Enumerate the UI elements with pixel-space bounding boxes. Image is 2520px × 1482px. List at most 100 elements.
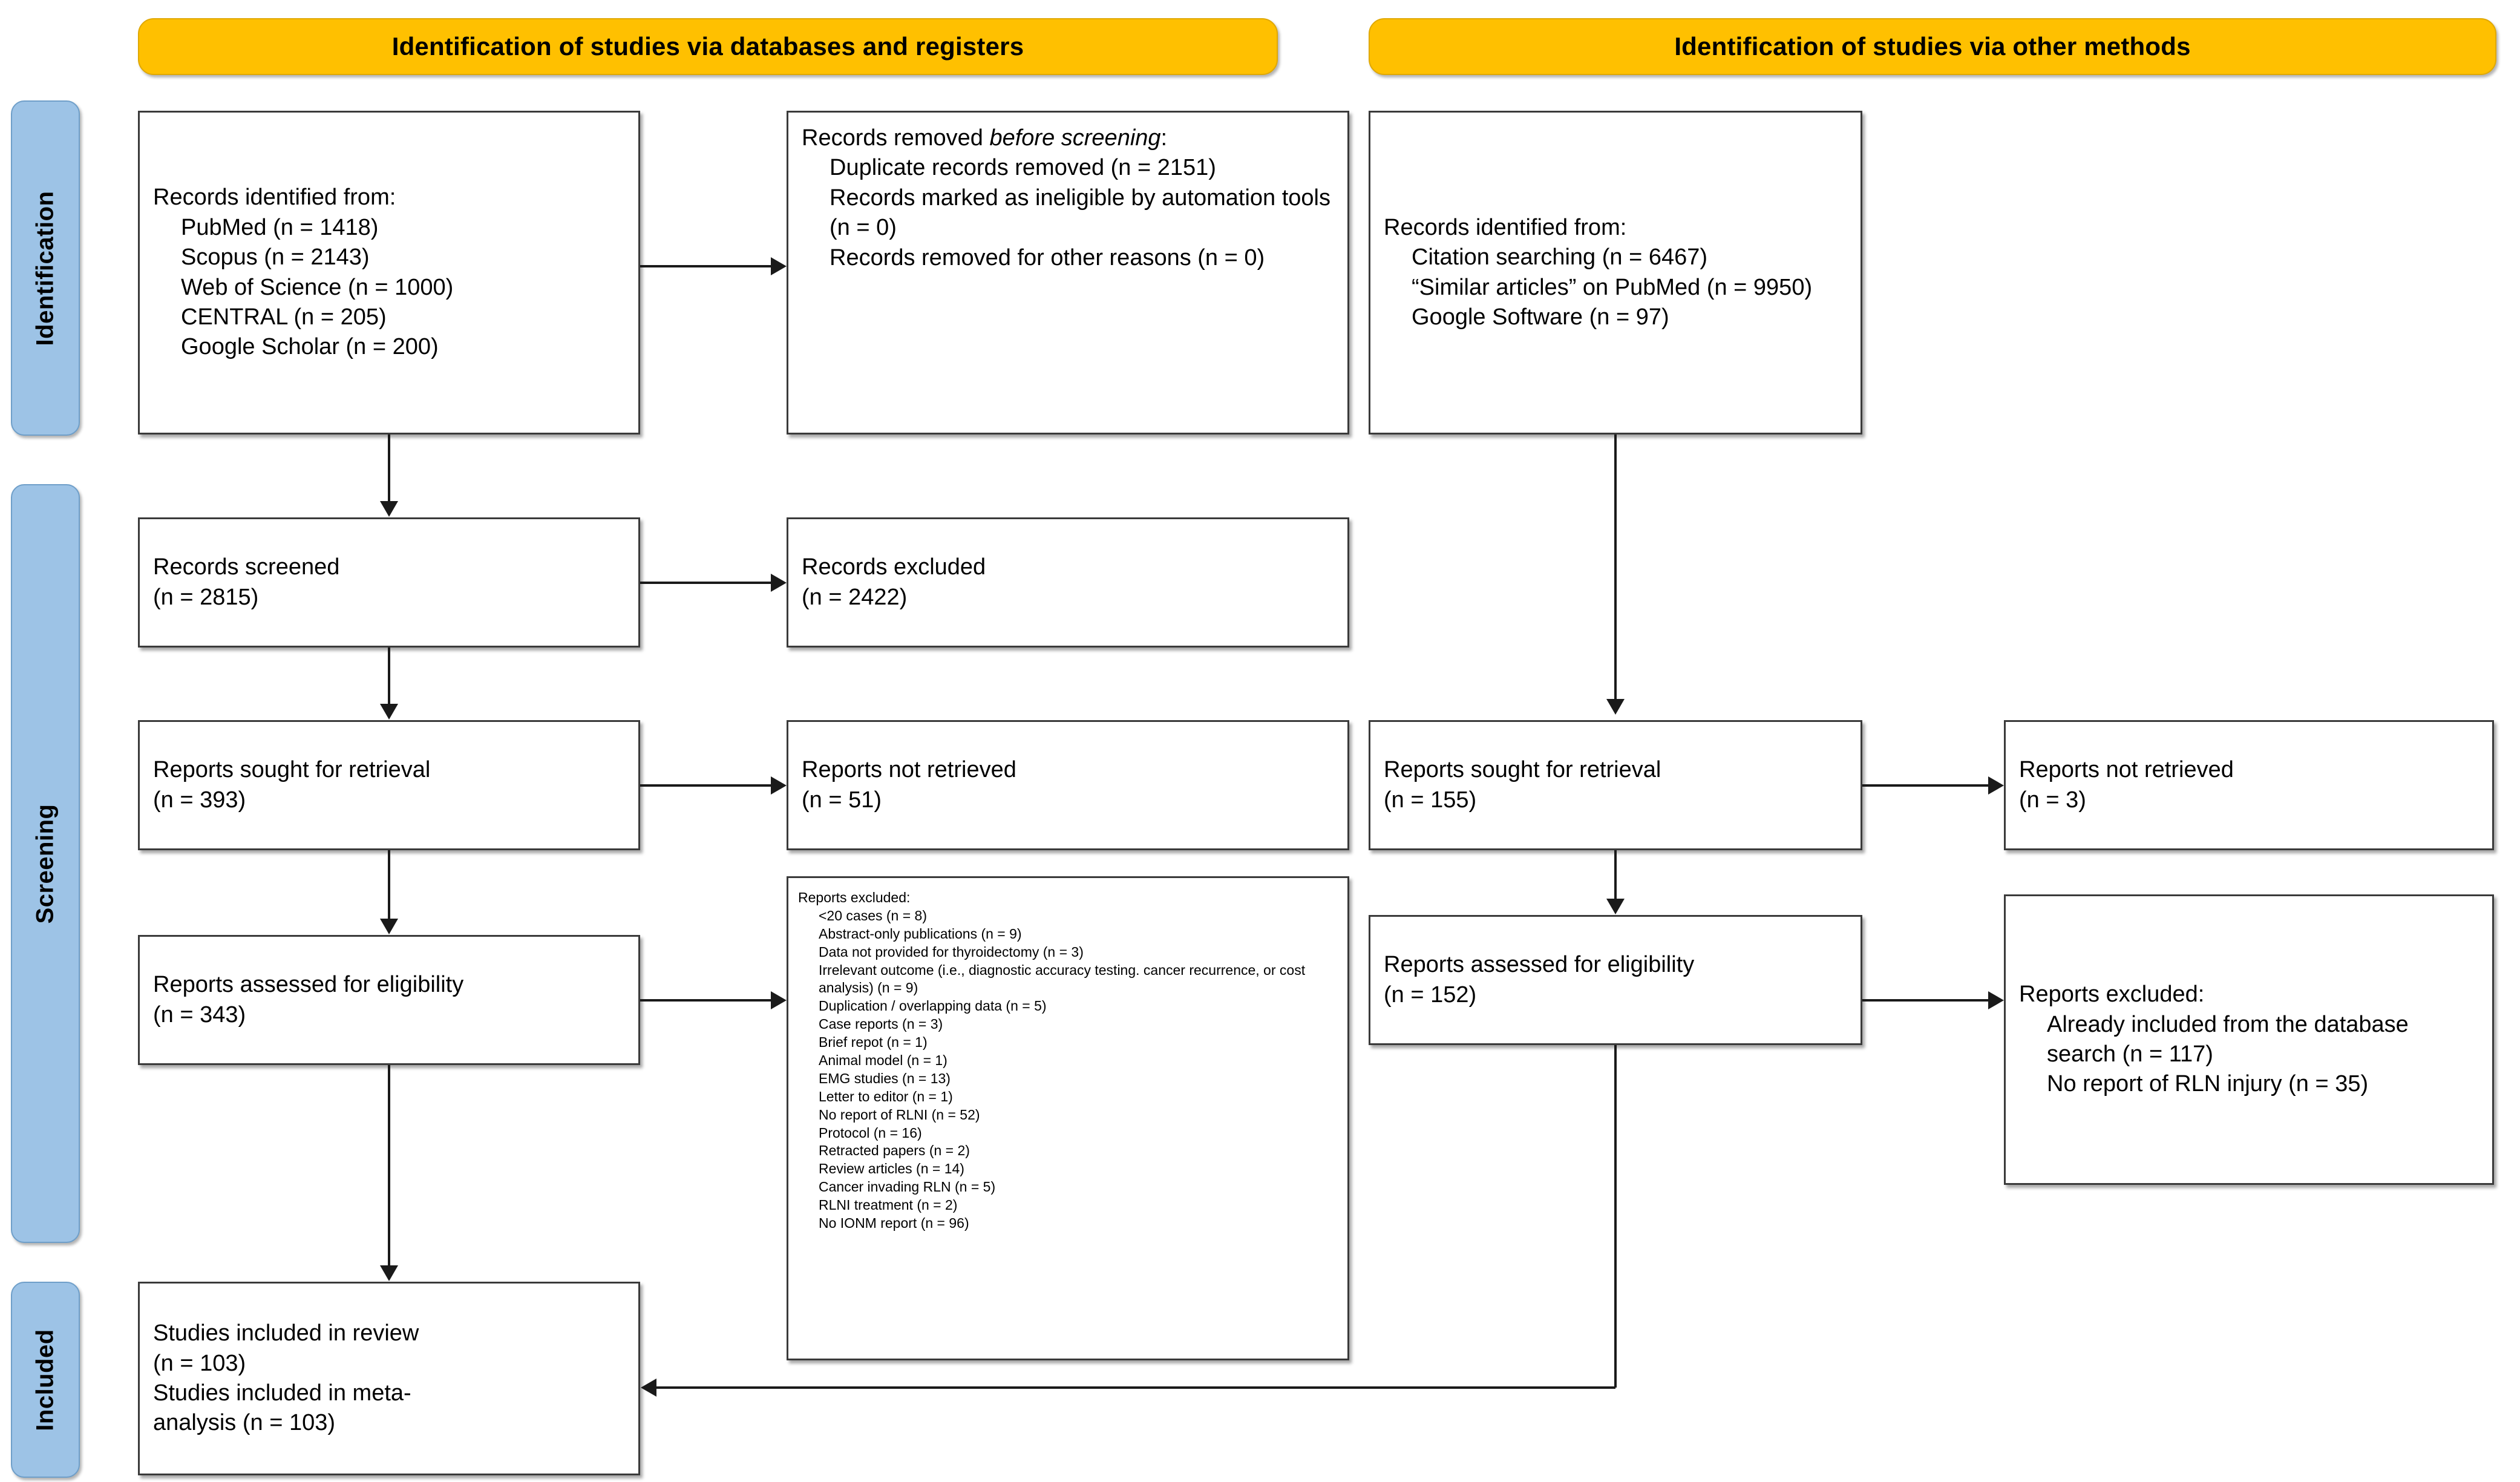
connector-assessed-right-down [1614, 1045, 1617, 1388]
records-excluded-line2: (n = 2422) [802, 584, 908, 610]
records-removed-heading: Records removed before screening: [802, 123, 1334, 153]
reports-excluded-left-item: Review articles (n = 14) [819, 1161, 964, 1177]
arrow-identified-other-to-sought-right [1606, 699, 1625, 715]
box-reports-assessed-right: Reports assessed for eligibility (n = 15… [1369, 915, 1862, 1045]
stage-bar-identification-label: Identification [31, 191, 59, 346]
box-records-screened: Records screened (n = 2815) [138, 517, 640, 648]
box-reports-excluded-left: Reports excluded: <20 cases (n = 8) Abst… [787, 876, 1349, 1360]
reports-excluded-left-item: Brief repot (n = 1) [819, 1034, 928, 1051]
records-identified-other-item: Citation searching (n = 6467) [1412, 244, 1708, 270]
reports-excluded-left-item: Abstract-only publications (n = 9) [819, 925, 1022, 942]
records-excluded-line1: Records excluded [802, 554, 986, 580]
records-removed-item: Records marked as ineligible by automati… [830, 185, 1337, 241]
stage-bar-included: Included [11, 1282, 80, 1478]
records-identified-other-item: “Similar articles” on PubMed (n = 9950) [1412, 274, 1813, 300]
box-records-identified-other-methods: Records identified from: Citation search… [1369, 111, 1862, 434]
connector-identified-to-screened [388, 434, 390, 501]
reports-assessed-right-line2: (n = 152) [1384, 982, 1477, 1008]
arrow-assessed-to-included [380, 1265, 398, 1281]
records-identified-item: PubMed (n = 1418) [181, 214, 379, 240]
reports-not-retrieved-right-line1: Reports not retrieved [2019, 757, 2234, 783]
records-identified-item: Google Scholar (n = 200) [181, 334, 439, 360]
box-reports-sought-right: Reports sought for retrieval (n = 155) [1369, 720, 1862, 850]
banner-databases-and-registers: Identification of studies via databases … [138, 18, 1278, 75]
connector-assessed-to-excluded-right [1862, 999, 1988, 1002]
banner-other-methods: Identification of studies via other meth… [1369, 18, 2496, 75]
reports-sought-left-line2: (n = 393) [153, 787, 246, 813]
reports-not-retrieved-left-line2: (n = 51) [802, 787, 882, 813]
records-identified-other-item: Google Software (n = 97) [1412, 304, 1669, 330]
reports-excluded-left-item: Protocol (n = 16) [819, 1124, 922, 1141]
reports-excluded-left-item: No report of RLNI (n = 52) [819, 1106, 980, 1123]
reports-excluded-left-item: Duplication / overlapping data (n = 5) [819, 998, 1047, 1014]
records-identified-heading: Records identified from: [153, 185, 396, 211]
connector-assessed-to-excluded-left [640, 999, 771, 1002]
reports-sought-right-line2: (n = 155) [1384, 787, 1477, 813]
studies-included-line2: (n = 103) [153, 1350, 246, 1376]
connector-sought-to-assessed-left [388, 850, 390, 919]
studies-included-line1: Studies included in review [153, 1320, 419, 1346]
arrow-assessed-to-excluded-left [771, 991, 787, 1009]
arrow-identified-to-screened [380, 501, 398, 517]
arrow-sought-to-not-retrieved-right [1988, 776, 2004, 795]
arrow-identified-to-removed [771, 257, 787, 275]
reports-excluded-left-item: <20 cases (n = 8) [819, 907, 927, 923]
records-identified-item: Web of Science (n = 1000) [181, 274, 454, 300]
connector-assessed-to-included [388, 1065, 390, 1265]
reports-excluded-left-item: RLNI treatment (n = 2) [819, 1197, 958, 1213]
connector-assessed-right-to-included [656, 1386, 1615, 1389]
connector-sought-to-assessed-right [1614, 850, 1617, 899]
reports-excluded-left-item: No IONM report (n = 96) [819, 1215, 969, 1231]
box-studies-included: Studies included in review (n = 103) Stu… [138, 1282, 640, 1475]
connector-identified-to-removed [640, 265, 771, 267]
records-removed-heading-italic: before screening [989, 125, 1161, 151]
records-screened-line1: Records screened [153, 554, 340, 580]
arrow-assessed-right-to-included [641, 1379, 656, 1397]
reports-excluded-left-item: Case reports (n = 3) [819, 1016, 943, 1032]
box-reports-sought-left: Reports sought for retrieval (n = 393) [138, 720, 640, 850]
reports-sought-right-line1: Reports sought for retrieval [1384, 757, 1661, 783]
records-removed-heading-plain: Records removed [802, 125, 990, 151]
connector-identified-other-to-sought-right [1614, 434, 1617, 699]
reports-assessed-right-line1: Reports assessed for eligibility [1384, 952, 1695, 978]
reports-excluded-left-heading: Reports excluded: [798, 890, 911, 905]
reports-excluded-right-item: No report of RLN injury (n = 35) [2047, 1071, 2369, 1097]
banner-other-methods-label: Identification of studies via other meth… [1674, 32, 2191, 61]
arrow-screened-to-excluded [771, 574, 787, 592]
reports-excluded-left-item: EMG studies (n = 13) [819, 1070, 951, 1086]
reports-excluded-left-item: Animal model (n = 1) [819, 1052, 947, 1069]
studies-included-line3: Studies included in meta- [153, 1380, 411, 1406]
records-removed-heading-tail: : [1160, 125, 1168, 151]
connector-screened-to-sought [388, 648, 390, 704]
records-identified-other-heading: Records identified from: [1384, 214, 1627, 240]
stage-bar-screening-label: Screening [31, 804, 59, 923]
reports-assessed-left-line2: (n = 343) [153, 1002, 246, 1028]
records-identified-item: Scopus (n = 2143) [181, 244, 370, 270]
studies-included-line4: analysis (n = 103) [153, 1410, 335, 1436]
box-reports-excluded-right: Reports excluded: Already included from … [2004, 894, 2494, 1185]
reports-excluded-left-item: Letter to editor (n = 1) [819, 1088, 953, 1104]
reports-not-retrieved-right-line2: (n = 3) [2019, 787, 2086, 813]
reports-excluded-right-heading: Reports excluded: [2019, 982, 2205, 1008]
reports-not-retrieved-left-line1: Reports not retrieved [802, 757, 1016, 783]
records-removed-item: Duplicate records removed (n = 2151) [830, 155, 1216, 181]
reports-excluded-left-item: Data not provided for thyroidectomy (n =… [819, 943, 1084, 960]
box-records-removed-before-screening: Records removed before screening: Duplic… [787, 111, 1349, 434]
records-identified-item: CENTRAL (n = 205) [181, 304, 387, 330]
stage-bar-screening: Screening [11, 484, 80, 1243]
reports-sought-left-line1: Reports sought for retrieval [153, 757, 431, 783]
reports-excluded-right-item: Already included from the database searc… [2047, 1011, 2415, 1067]
connector-sought-to-not-retrieved-left [640, 784, 771, 787]
connector-sought-to-not-retrieved-right [1862, 784, 1988, 787]
box-reports-assessed-left: Reports assessed for eligibility (n = 34… [138, 935, 640, 1065]
connector-screened-to-excluded [640, 582, 771, 584]
arrow-screened-to-sought [380, 704, 398, 720]
reports-excluded-left-item: Cancer invading RLN (n = 5) [819, 1179, 996, 1195]
banner-databases-label: Identification of studies via databases … [391, 32, 1024, 61]
box-records-excluded: Records excluded (n = 2422) [787, 517, 1349, 648]
arrow-sought-to-assessed-left [380, 919, 398, 934]
box-records-identified-databases: Records identified from: PubMed (n = 141… [138, 111, 640, 434]
records-screened-line2: (n = 2815) [153, 584, 259, 610]
box-reports-not-retrieved-left: Reports not retrieved (n = 51) [787, 720, 1349, 850]
